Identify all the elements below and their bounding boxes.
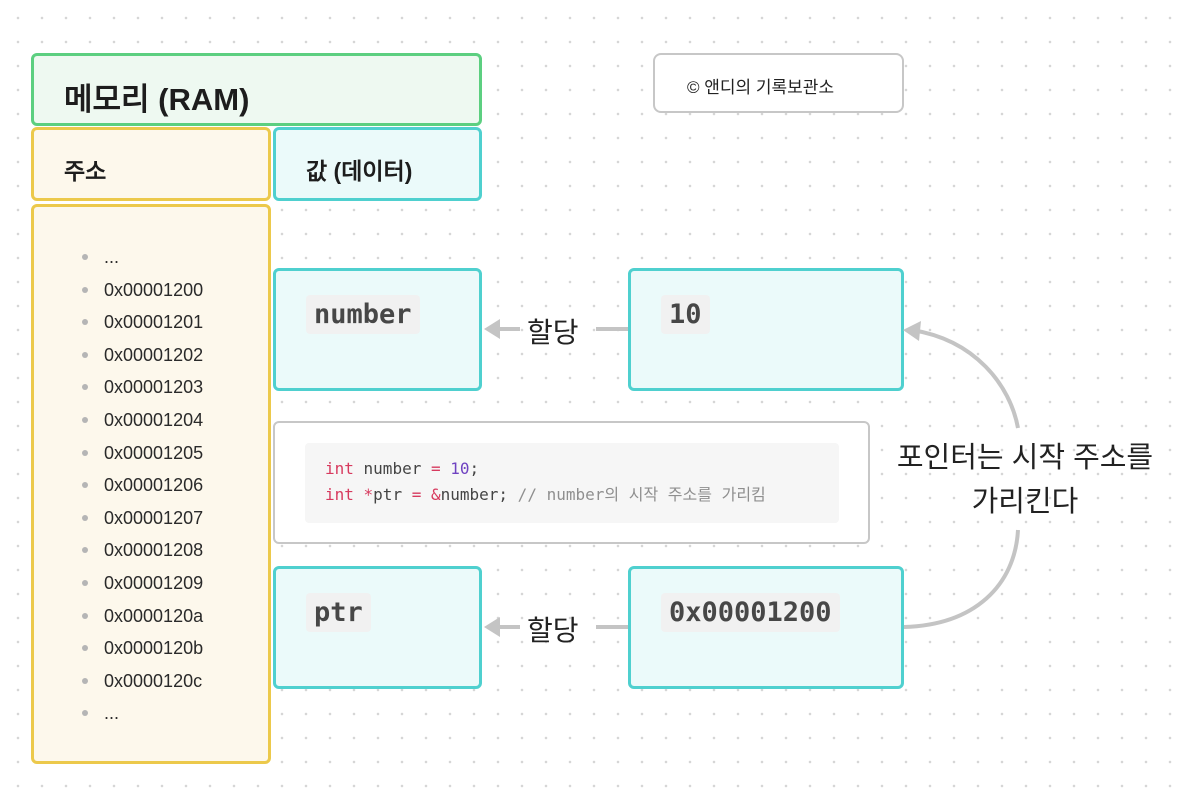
address-column-label: 주소: [64, 158, 107, 184]
value-column-header: 값 (데이터): [273, 127, 482, 201]
number-assign-arrowhead: [484, 319, 500, 339]
address-list: ... 0x00001200 0x00001201 0x00001202 0x0…: [82, 241, 203, 730]
credit-text: © 앤디의 기록보관소: [687, 78, 835, 97]
number-assign-label: 할당: [527, 317, 579, 348]
address-item: 0x00001200: [82, 274, 203, 307]
address-item: ...: [82, 241, 203, 274]
code-line-2: int *ptr = &number; // number의 시작 주소를 가리…: [325, 482, 819, 508]
code-operator: =: [430, 459, 441, 478]
number-variable-name: number: [306, 295, 420, 334]
address-item: 0x00001205: [82, 437, 203, 470]
address-column-header: 주소: [31, 127, 271, 201]
pointer-arrowhead: [903, 321, 921, 341]
memory-title: 메모리 (RAM): [64, 82, 250, 117]
address-item: 0x0000120b: [82, 632, 203, 665]
code-block: int number = 10; int *ptr = &number; // …: [305, 443, 839, 523]
ptr-assign-arrowhead: [484, 617, 500, 637]
code-identifier: number;: [440, 485, 509, 504]
code-address-operator: &: [421, 485, 441, 504]
ptr-value: 0x00001200: [661, 593, 840, 632]
code-number: 10: [440, 459, 470, 478]
number-value-box: 10: [628, 268, 904, 391]
address-item: 0x00001207: [82, 502, 203, 535]
address-item: 0x00001209: [82, 567, 203, 600]
address-item: ...: [82, 697, 203, 730]
ptr-assign-label: 할당: [527, 615, 579, 646]
address-item: 0x00001202: [82, 339, 203, 372]
address-item: 0x00001201: [82, 306, 203, 339]
address-item: 0x0000120a: [82, 600, 203, 633]
ptr-value-box: 0x00001200: [628, 566, 904, 689]
pointer-note-line-2: 가리킨다: [971, 486, 1079, 518]
address-item: 0x00001203: [82, 371, 203, 404]
ptr-variable-box: ptr: [273, 566, 482, 689]
code-operator: =: [411, 485, 422, 504]
value-column-label: 값 (데이터): [306, 158, 413, 184]
number-value: 10: [661, 295, 710, 334]
number-variable-box: number: [273, 268, 482, 391]
code-identifier: number: [353, 459, 431, 478]
code-keyword: int: [325, 459, 354, 478]
code-pointer-operator: *: [353, 485, 374, 504]
code-identifier: ptr: [373, 485, 412, 504]
address-item: 0x0000120c: [82, 665, 203, 698]
address-item: 0x00001208: [82, 534, 203, 567]
code-box: int number = 10; int *ptr = &number; // …: [273, 421, 870, 544]
address-item: 0x00001204: [82, 404, 203, 437]
code-semicolon: ;: [469, 459, 480, 478]
address-list-panel: ... 0x00001200 0x00001201 0x00001202 0x0…: [31, 204, 271, 764]
address-item: 0x00001206: [82, 469, 203, 502]
pointer-note-line-1: 포인터는 시작 주소를: [896, 442, 1154, 474]
credit-box: © 앤디의 기록보관소: [653, 53, 904, 113]
ptr-variable-name: ptr: [306, 593, 371, 632]
code-keyword: int: [325, 485, 354, 504]
pointer-curve-upper: [911, 328, 1020, 429]
pointer-note: 포인터는 시작 주소를 가리킨다: [893, 436, 1157, 524]
code-line-1: int number = 10;: [325, 456, 819, 482]
memory-header: 메모리 (RAM): [31, 53, 482, 126]
pointer-curve-lower: [903, 529, 1020, 629]
code-comment: // number의 시작 주소를 가리킴: [508, 485, 766, 504]
